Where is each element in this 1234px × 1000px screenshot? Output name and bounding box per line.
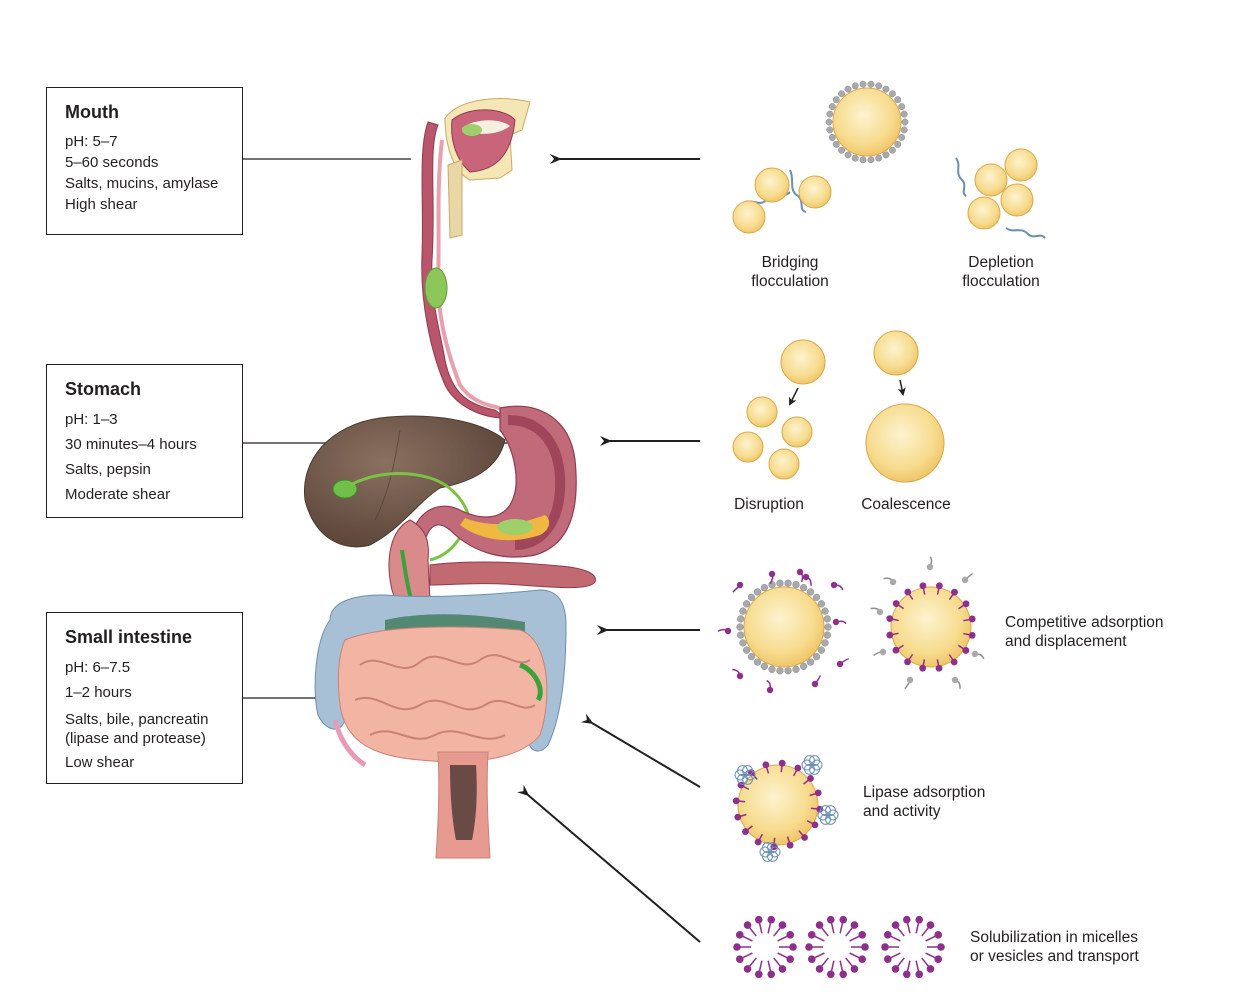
mouth-time: 5–60 seconds bbox=[65, 154, 159, 171]
depletion-flocculation-icon bbox=[955, 148, 1046, 239]
micelle-icon-2 bbox=[805, 915, 869, 979]
mouth-shear: High shear bbox=[65, 196, 138, 213]
digestive-tract-illustration bbox=[303, 98, 596, 859]
micelle-icon-3 bbox=[881, 915, 945, 979]
small-intestine-components: Salts, bile, pancreatin bbox=[65, 711, 209, 728]
small-intestine-ph: pH: 6–7.5 bbox=[65, 659, 131, 676]
stomach-title: Stomach bbox=[65, 379, 142, 399]
lipase-adsorption-label: Lipase adsorption and activity bbox=[863, 784, 986, 820]
solubilization-arrow bbox=[517, 784, 701, 943]
bridging-flocculation-icon bbox=[732, 167, 832, 234]
small-intestine-info-box: Small intestine pH: 6–7.5 1–2 hours Salt… bbox=[46, 612, 243, 784]
stomach-components: Salts, pepsin bbox=[65, 461, 151, 478]
solubilization-label: Solubilization in micelles or vesicles a… bbox=[970, 929, 1139, 965]
mouth-info-box: Mouth pH: 5–7 5–60 seconds Salts, mucins… bbox=[46, 87, 243, 235]
depletion-flocculation-label: Depletion flocculation bbox=[962, 254, 1040, 290]
lipase-adsorption-icon bbox=[732, 755, 839, 862]
mouth-ph: pH: 5–7 bbox=[65, 133, 118, 150]
small-intestine-shear: Low shear bbox=[65, 754, 135, 771]
mouth-components: Salts, mucins, amylase bbox=[65, 175, 219, 192]
coalescence-icon bbox=[865, 330, 945, 483]
lipase-arrow bbox=[580, 713, 701, 788]
small-intestine-title: Small intestine bbox=[65, 627, 193, 647]
small-intestine-time: 1–2 hours bbox=[65, 684, 132, 701]
competitive-adsorption-label: Competitive adsorption and displacement bbox=[1005, 614, 1164, 650]
stomach-ph: pH: 1–3 bbox=[65, 411, 118, 428]
stomach-shear: Moderate shear bbox=[65, 486, 171, 503]
bridging-flocculation-label: Bridging flocculation bbox=[751, 254, 829, 290]
disruption-label: Disruption bbox=[734, 496, 804, 513]
coalescence-label: Coalescence bbox=[861, 496, 951, 513]
disruption-icon bbox=[732, 339, 826, 480]
mouth-title: Mouth bbox=[65, 102, 119, 122]
emulsifier-coated-droplet-icon bbox=[825, 80, 909, 164]
competitive-adsorption-before-icon bbox=[717, 568, 849, 694]
stomach-info-box: Stomach pH: 1–3 30 minutes–4 hours Salts… bbox=[46, 364, 243, 518]
micelle-icon-1 bbox=[733, 915, 797, 979]
competitive-adsorption-after-icon bbox=[870, 556, 985, 690]
stomach-time: 30 minutes–4 hours bbox=[65, 436, 197, 453]
small-intestine-enzymes: (lipase and protease) bbox=[65, 730, 206, 747]
